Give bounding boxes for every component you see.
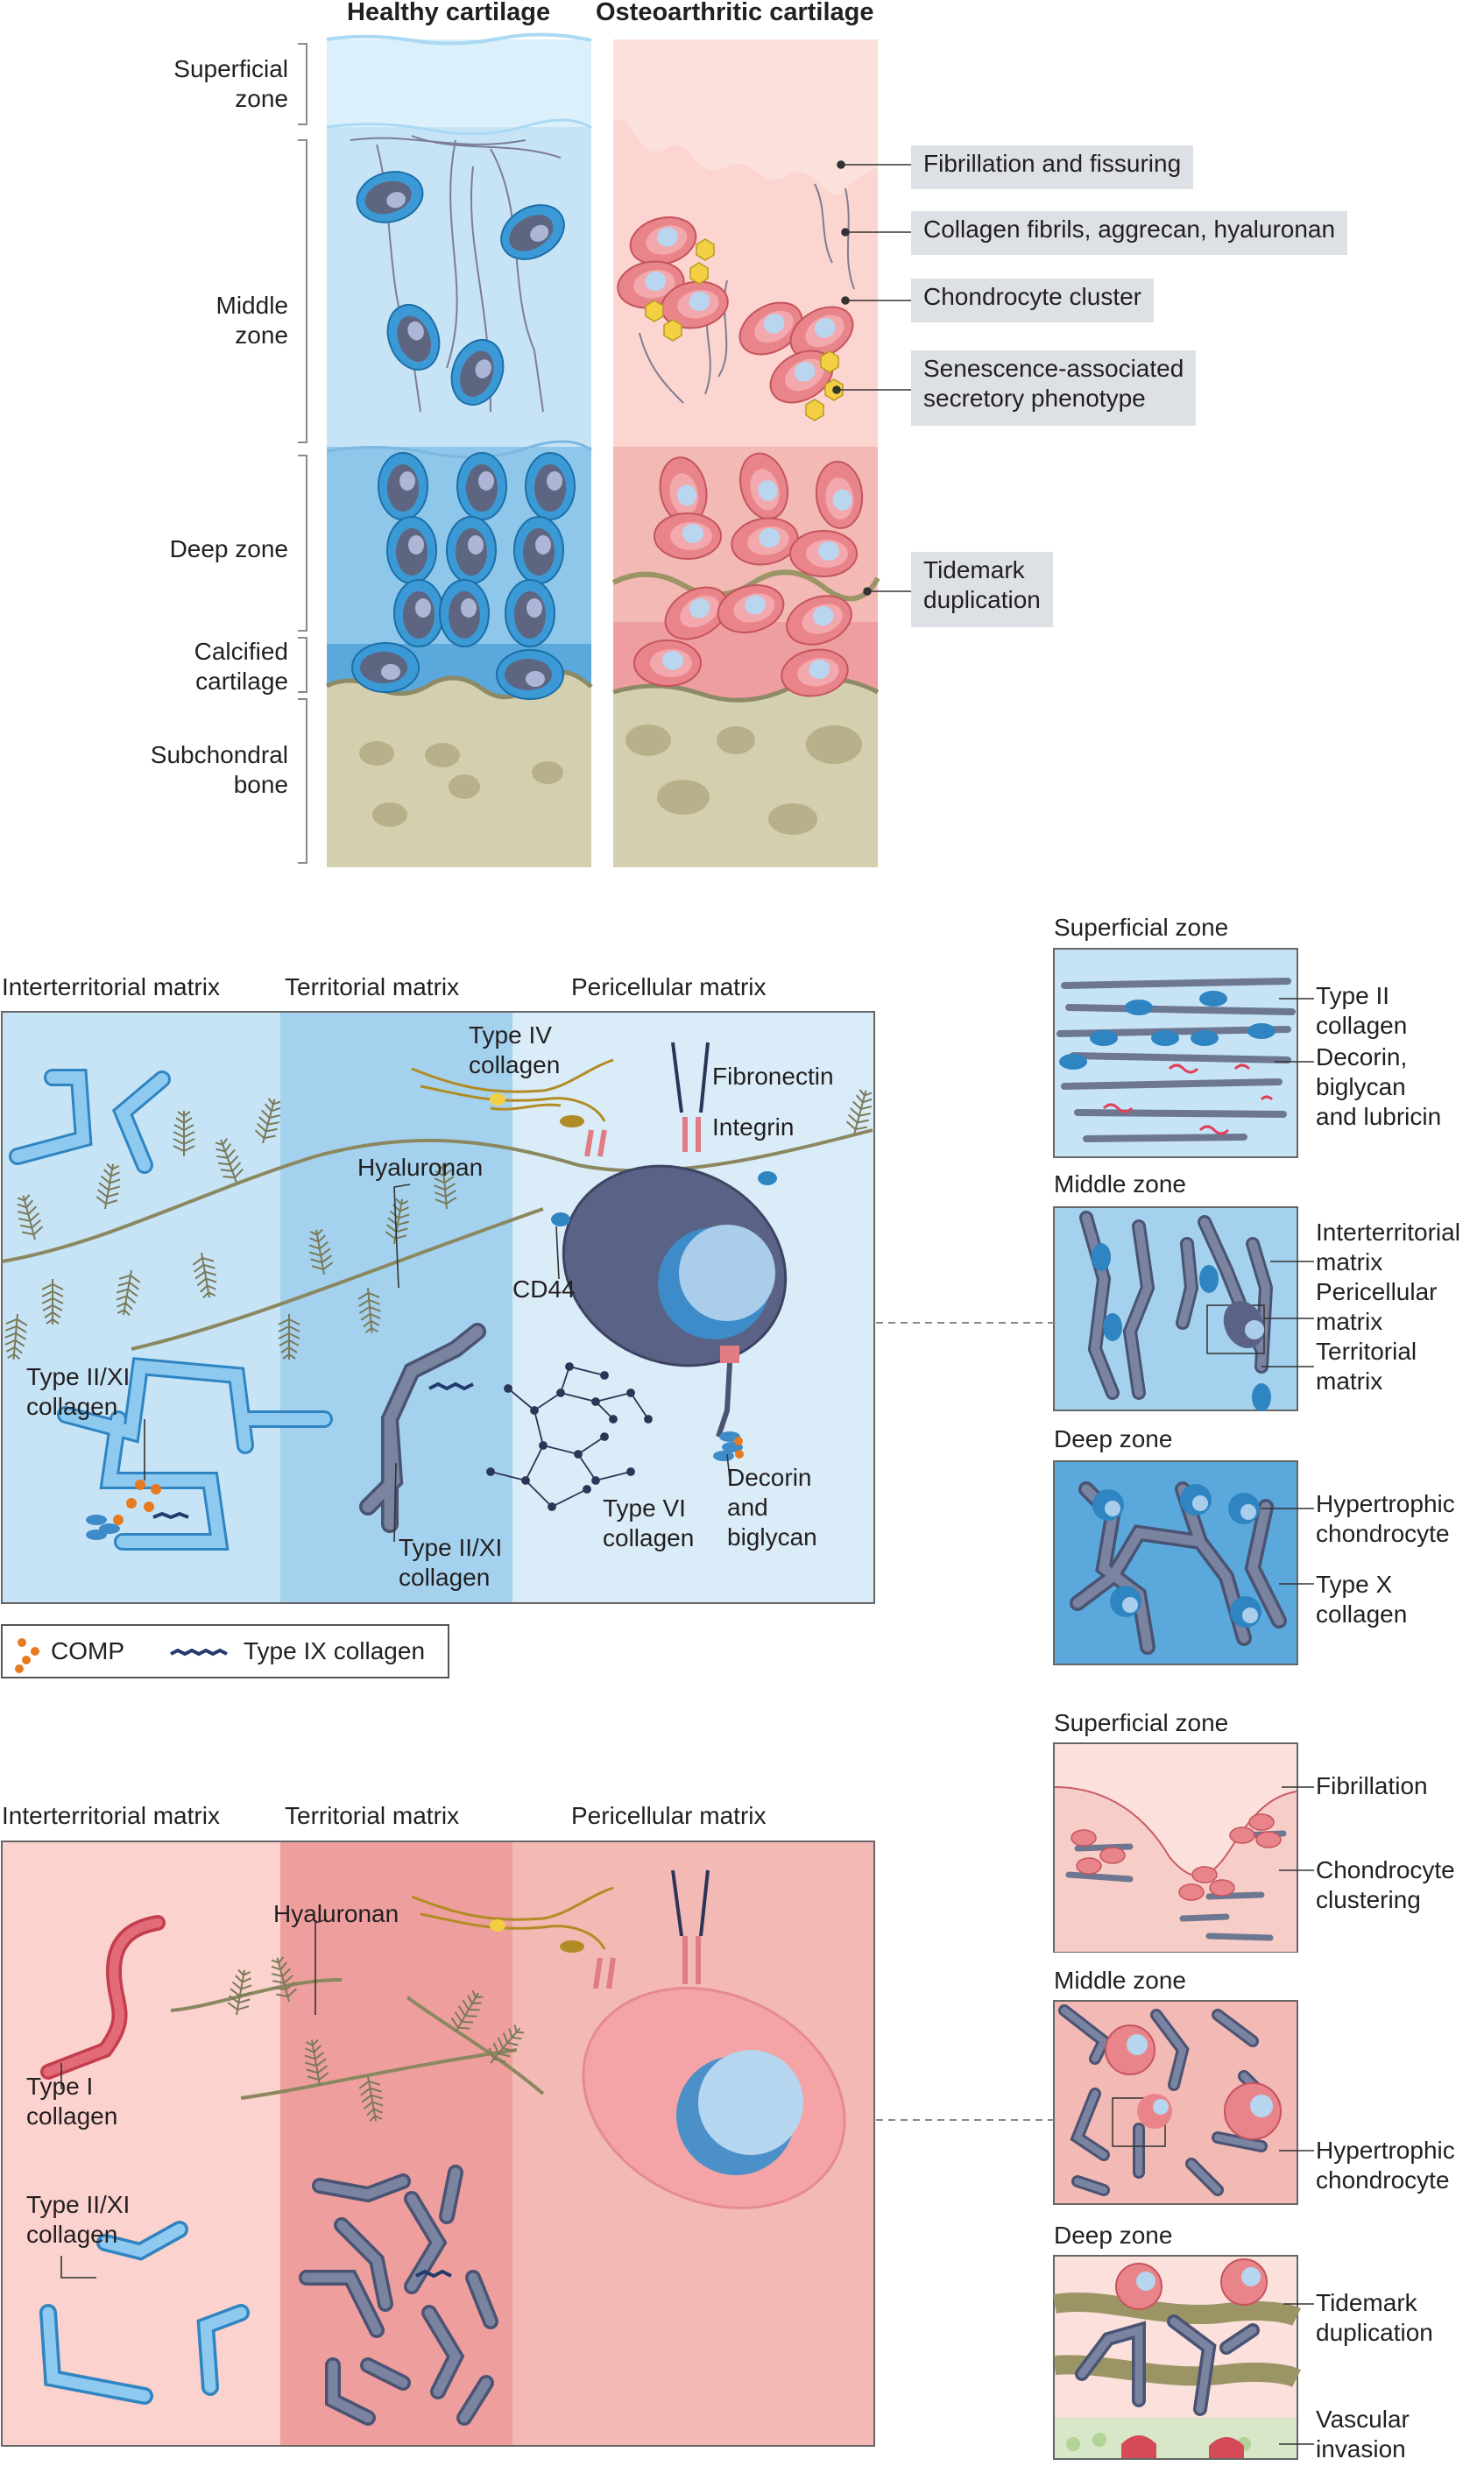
middle-panel-leaders [144,1184,731,1543]
healthy-inset-middle-label3: Territorial matrix [1316,1338,1417,1395]
healthy-inset-deep-label2: Type X collagen [1316,1571,1408,1628]
oa-matrix-panel [1,1841,875,2447]
label-type6-collagen: Type VI collagen [603,1494,695,1551]
legend-type9-label: Type IX collagen [244,1637,426,1664]
label-type2-11-collagen-inter: Type II/XI collagen [26,1363,131,1420]
callout-senescence: Senescence-associated secretory phenotyp… [911,350,1197,426]
oa-header-interterritorial: Interterritorial matrix [2,1802,220,1829]
legend-comp-label: COMP [51,1637,124,1664]
healthy-inset-superficial [1053,948,1298,1158]
healthy-header-interterritorial: Interterritorial matrix [2,973,220,1000]
label-type4-collagen: Type IV collagen [469,1021,561,1078]
healthy-inset-middle-title: Middle zone [1054,1170,1186,1198]
zone-brackets [298,43,307,864]
healthy-inset-leaders [1261,998,1314,1585]
oa-inset-superficial-label1: Fibrillation [1316,1772,1428,1799]
healthy-inset-deep-title: Deep zone [1054,1425,1173,1452]
oa-header-pericellular: Pericellular matrix [571,1802,767,1829]
oa-inset-superficial [1053,1742,1298,1953]
label-fibronectin: Fibronectin [712,1063,834,1090]
oa-label-type2-11-collagen: Type II/XI collagen [26,2191,131,2248]
zone-label-calcified: Calcified cartilage [194,638,288,695]
oa-inset-deep-title: Deep zone [1054,2222,1173,2249]
zone-label-superficial: Superficial zone [173,55,288,112]
oa-inset-middle [1053,2000,1298,2205]
oa-column-title: Osteoarthritic cartilage [596,0,874,26]
oa-inset-superficial-title: Superficial zone [1054,1709,1229,1736]
oa-inset-deep-label2: Vascular invasion [1316,2406,1410,2462]
healthy-inset-deep-label1: Hypertrophic chondrocyte [1316,1490,1455,1547]
callout-chondrocyte-cluster: Chondrocyte cluster [911,279,1155,322]
healthy-cartilage-column [325,32,593,867]
zone-label-middle: Middle zone [216,292,288,349]
healthy-inset-middle-label1: Interterritorial matrix [1316,1219,1460,1275]
label-cd44: CD44 [512,1275,576,1303]
oa-label-hyaluronan: Hyaluronan [273,1900,399,1927]
callout-leaders [832,160,911,596]
callout-tidemark: Tidemark duplication [911,552,1053,627]
comp-legend-icon [15,1638,39,1673]
healthy-inset-middle-label2: Pericellular matrix [1316,1278,1438,1335]
callout-collagen: Collagen fibrils, aggrecan, hyaluronan [911,211,1348,255]
healthy-column-title: Healthy cartilage [347,0,551,26]
label-hyaluronan: Hyaluronan [357,1154,484,1181]
oa-inset-middle-title: Middle zone [1054,1967,1186,1994]
healthy-inset-superficial-title: Superficial zone [1054,914,1229,941]
oa-inset-deep-label1: Tidemark duplication [1316,2289,1433,2346]
oa-panel-leaders [60,1919,325,2279]
label-integrin: Integrin [712,1113,795,1141]
callout-fibrillation: Fibrillation and fissuring [911,145,1194,189]
healthy-inset-deep [1053,1460,1298,1665]
type9-legend-icon [170,1648,228,1657]
oa-inset-leaders [1279,1786,1314,2445]
zone-label-deep: Deep zone [169,535,288,562]
oa-inset-deep [1053,2255,1301,2460]
healthy-inset-middle [1053,1206,1298,1411]
healthy-header-territorial: Territorial matrix [285,973,460,1000]
oa-inset-superficial-label2: Chondrocyte clustering [1316,1856,1455,1913]
osteoarthritic-cartilage-column [611,39,880,867]
healthy-matrix-panel [1,1011,878,1604]
label-type2-11-collagen-territorial: Type II/XI collagen [399,1534,503,1591]
healthy-header-pericellular: Pericellular matrix [571,973,767,1000]
oa-inset-middle-label1: Hypertrophic chondrocyte [1316,2137,1455,2194]
zone-label-subchondral: Subchondral bone [150,741,288,798]
label-decorin-biglycan: Decorin and biglycan [727,1464,817,1551]
oa-header-territorial: Territorial matrix [285,1802,460,1829]
healthy-inset-superficial-label2: Decorin, biglycan and lubricin [1316,1043,1442,1130]
oa-label-type1-collagen: Type I collagen [26,2073,118,2130]
healthy-inset-superficial-label1: Type II collagen [1316,982,1408,1039]
